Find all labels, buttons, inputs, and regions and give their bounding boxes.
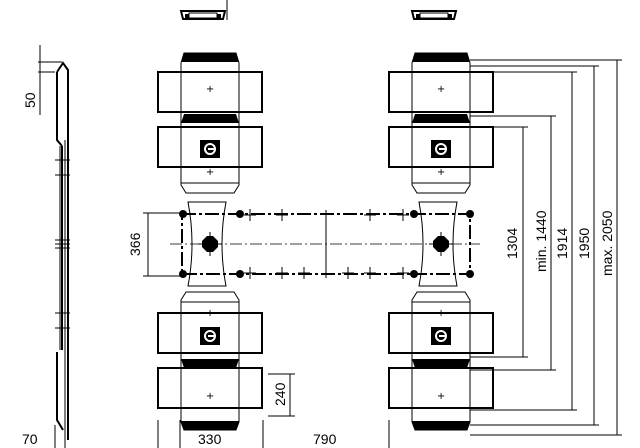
cross-beam bbox=[170, 209, 480, 279]
dim-beam-width: 366 bbox=[127, 232, 143, 256]
dim-span-1950: 1950 bbox=[576, 228, 592, 259]
dim-side-offset: 50 bbox=[22, 92, 38, 108]
dim-max-distance: max. 2050 bbox=[599, 210, 615, 276]
dim-span-1914: 1914 bbox=[554, 228, 570, 259]
pad-upper-right bbox=[388, 52, 494, 194]
pad-upper-left bbox=[157, 52, 263, 194]
dim-pad-length: 240 bbox=[272, 382, 288, 406]
dim-min-distance: min. 1440 bbox=[533, 210, 549, 272]
pad-lower-right bbox=[388, 291, 494, 431]
lift-top-view-left bbox=[180, 10, 226, 20]
dim-side-thickness: 70 bbox=[22, 431, 38, 447]
lift-top-view-right bbox=[411, 10, 457, 20]
dim-track-gap: 790 bbox=[313, 431, 337, 447]
lift-side-view bbox=[38, 45, 70, 448]
dim-pad-width: 330 bbox=[198, 431, 222, 447]
right-dimension-lines bbox=[470, 59, 622, 436]
dim-inner-distance: 1304 bbox=[504, 228, 520, 259]
pad-lower-left bbox=[157, 291, 263, 431]
